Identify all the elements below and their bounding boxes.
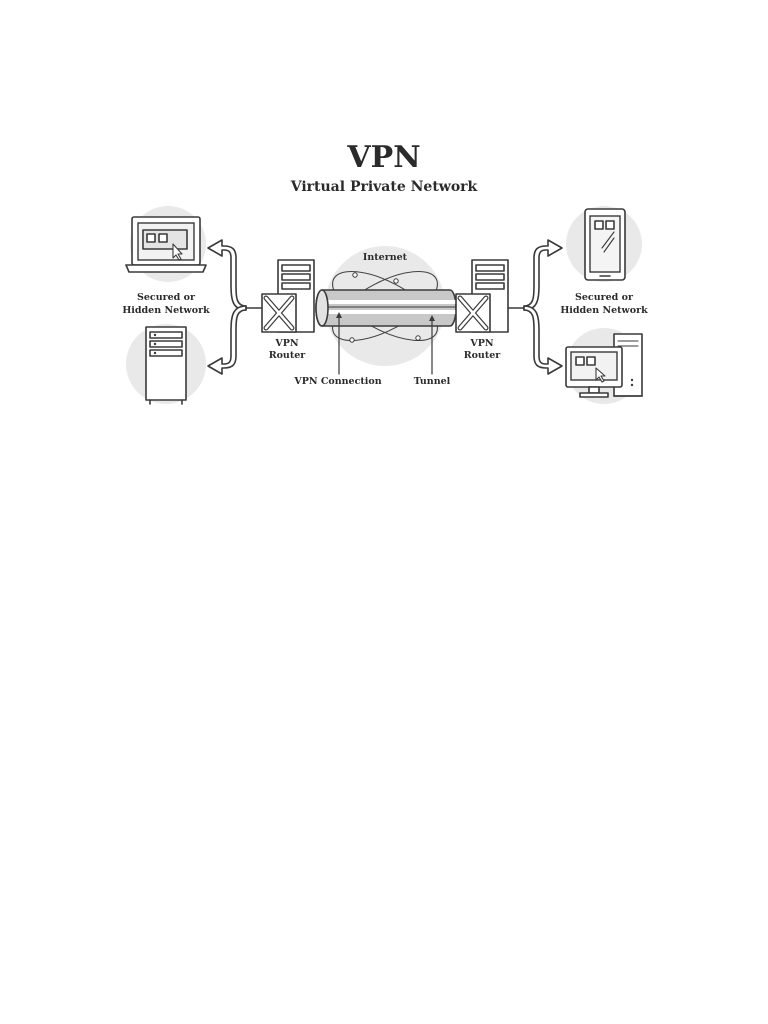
left-vpn-router-icon [261,259,315,333]
right-vpn-router-icon [455,259,509,333]
vpn-connection-label: VPN Connection [293,376,381,387]
left-brace-arrows [207,239,263,375]
desktop-computer-icon [565,333,643,398]
right-router-label-line1: VPN [469,338,494,349]
right-network-label-line2: Hidden Network [560,305,648,316]
right-network-label-line1: Secured or [575,292,634,303]
internet-label: Internet [363,252,408,263]
right-router-label-line2: Router [464,350,502,361]
diagram-title: VPN [346,140,420,175]
diagram-subtitle: Virtual Private Network [290,179,478,195]
internet-orbit-icon [332,270,438,343]
right-brace-arrows [507,239,563,375]
left-network-label-line1: Secured or [137,292,196,303]
tunnel-label: Tunnel [414,376,451,387]
left-network-label-line2: Hidden Network [122,305,210,316]
server-tower-icon [145,326,187,405]
laptop-icon [125,216,207,273]
tablet-icon [584,208,626,281]
vpn-tunnel [315,289,457,327]
left-router-label-line2: Router [269,350,307,361]
left-router-label-line1: VPN [274,338,299,349]
